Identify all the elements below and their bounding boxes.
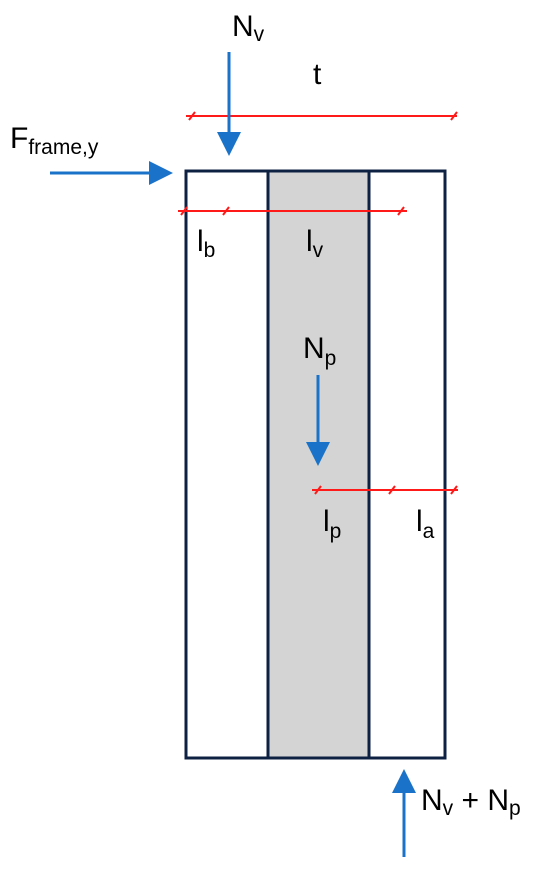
label-f-frame: Fframe,y xyxy=(10,122,99,159)
label-l-v: lv xyxy=(306,225,324,262)
wall-section xyxy=(184,169,447,760)
label-l-p: lp xyxy=(323,505,341,543)
label-l-a: la xyxy=(416,505,435,543)
label-reaction: Nv + Np xyxy=(421,784,521,820)
dimension-t xyxy=(186,111,458,121)
label-n-p: Np xyxy=(303,332,336,370)
layer-b xyxy=(184,169,270,760)
dimension-lower xyxy=(312,485,458,495)
label-t: t xyxy=(313,58,322,91)
label-l-b: lb xyxy=(197,225,215,262)
dimension-upper xyxy=(178,206,407,216)
layer-a xyxy=(367,169,447,760)
label-n-v: Nv xyxy=(232,10,265,46)
